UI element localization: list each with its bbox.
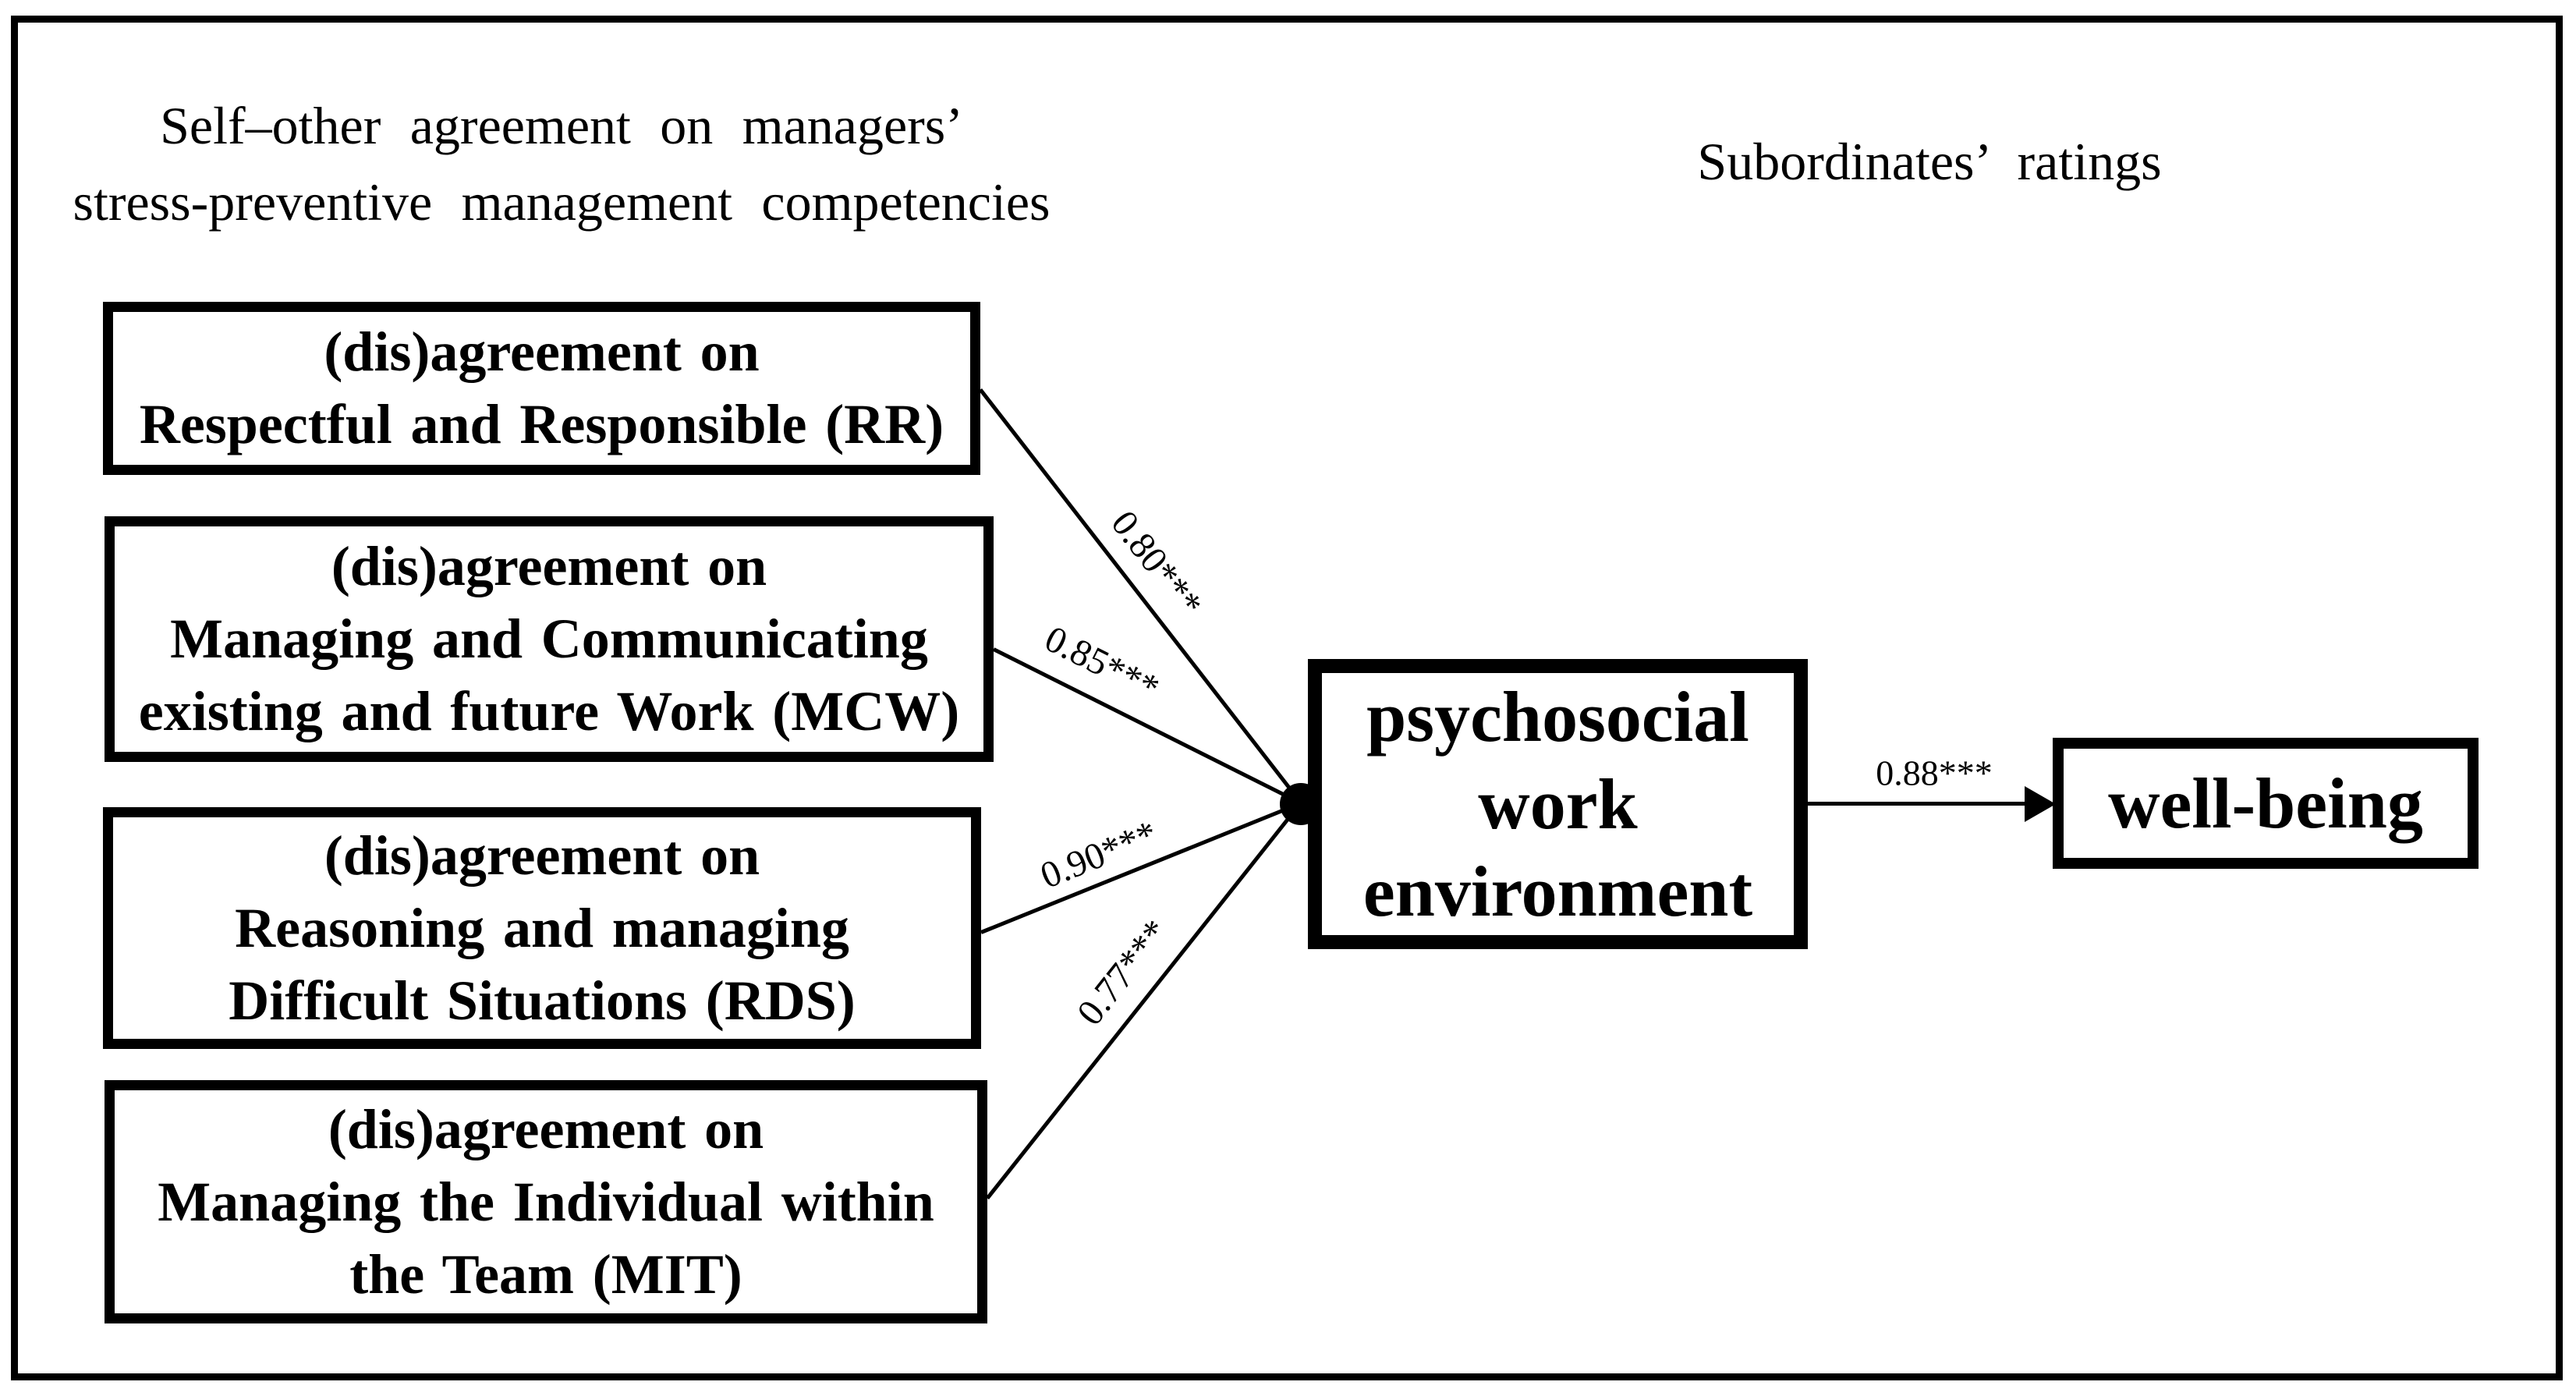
node-pwe-line3: environment [1362, 852, 1753, 931]
node-mit-line1: (dis)agreement on [328, 1097, 764, 1160]
node-wellbeing: well-being [2053, 738, 2479, 869]
node-mit: (dis)agreement on Managing the Individua… [105, 1080, 987, 1323]
node-rds-line3: Difficult Situations (RDS) [229, 969, 856, 1032]
left-heading-line2: stress-preventive management competencie… [73, 172, 1051, 232]
node-mit-line3: the Team (MIT) [349, 1242, 742, 1306]
node-mcw: (dis)agreement on Managing and Communica… [105, 516, 994, 762]
outer-frame [11, 16, 2563, 1380]
node-rr: (dis)agreement on Respectful and Respons… [103, 302, 980, 475]
left-heading-line1: Self–other agreement on managers’ [160, 96, 963, 155]
convergence-dot [1280, 783, 1322, 825]
node-mcw-line1: (dis)agreement on [331, 535, 767, 597]
node-rds-line1: (dis)agreement on [324, 824, 760, 887]
node-mcw-line3: existing and future Work (MCW) [138, 680, 960, 742]
node-pwe: psychosocial work environment [1308, 659, 1808, 949]
node-rds-line2: Reasoning and managing [235, 896, 849, 959]
node-rds: (dis)agreement on Reasoning and managing… [103, 807, 981, 1049]
path-line-pwe-to-wellbeing [1808, 802, 2029, 806]
path-coefficient-wellbeing: 0.88*** [1876, 753, 1993, 793]
node-pwe-line1: psychosocial [1366, 677, 1749, 756]
node-rr-line1: (dis)agreement on [324, 321, 760, 383]
node-pwe-line2: work [1478, 764, 1638, 844]
node-wellbeing-line1: well-being [2108, 764, 2423, 843]
node-mcw-line2: Managing and Communicating [170, 608, 928, 670]
node-rr-line2: Respectful and Responsible (RR) [139, 393, 944, 455]
arrowhead-icon [2025, 786, 2056, 822]
left-column-heading: Self–other agreement on managers’ stress… [16, 87, 1107, 240]
right-column-heading: Subordinates’ ratings [1697, 132, 2162, 191]
node-mit-line2: Managing the Individual within [158, 1170, 934, 1233]
